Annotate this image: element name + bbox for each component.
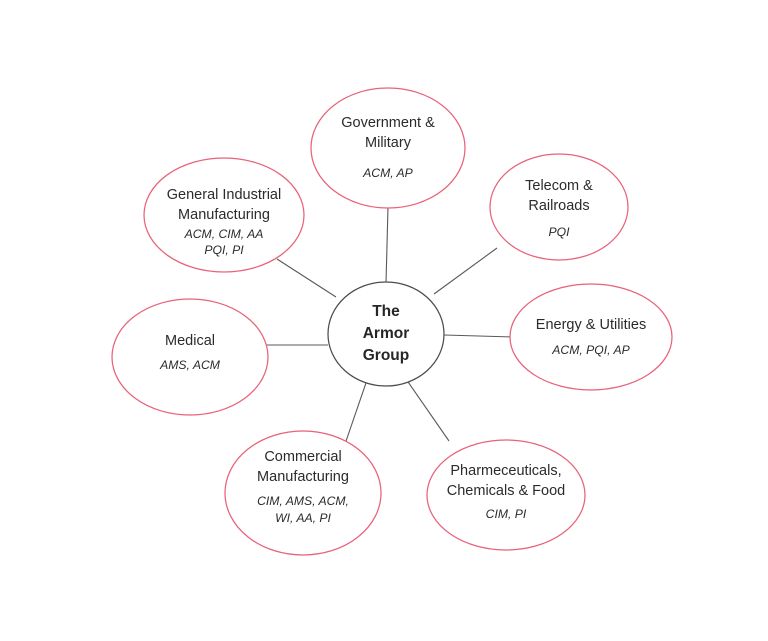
node-government-military-title-line2: Military [365,135,412,151]
node-energy-utilities-shape[interactable] [509,283,673,391]
node-telecom-railroads-title-line2: Railroads [528,198,589,214]
node-pharmeceuticals-title-line2: Chemicals & Food [447,483,565,499]
node-commercial-manufacturing-shape[interactable] [224,430,382,556]
node-general-industrial-shape[interactable] [143,157,305,273]
node-energy-utilities-tags-line1: ACM, PQI, AP [551,343,630,357]
node-pharmeceuticals-title-line1: Pharmeceuticals, [450,463,561,479]
node-commercial-manufacturing-tags-line1: CIM, AMS, ACM, [257,494,349,508]
connector-government-military [385,206,389,284]
node-energy-utilities-title-line1: Energy & Utilities [536,317,646,333]
node-medical-shape[interactable] [111,298,269,416]
connector-lines [267,206,514,448]
hub-title-line1: The [372,303,400,320]
node-pharmeceuticals-tags-line1: CIM, PI [486,507,527,521]
node-general-industrial-manufacturing[interactable]: General Industrial Manufacturing ACM, CI… [143,157,305,273]
node-pharmeceuticals-chemicals-food[interactable]: Pharmeceuticals, Chemicals & Food CIM, P… [426,439,586,551]
node-telecom-railroads-shape[interactable] [489,153,629,261]
node-commercial-manufacturing-title-line1: Commercial [264,449,341,465]
hub-shape[interactable] [327,281,445,387]
hub-title-line2: Armor [363,325,410,342]
node-energy-utilities[interactable]: Energy & Utilities ACM, PQI, AP [509,283,673,391]
node-telecom-railroads-tags-line1: PQI [549,225,571,239]
node-medical-title-line1: Medical [165,333,215,349]
node-commercial-manufacturing-title-line2: Manufacturing [257,469,349,485]
node-pharmeceuticals-shape[interactable] [426,439,586,551]
node-telecom-railroads-title-line1: Telecom & [525,178,593,194]
node-general-industrial-title-line1: General Industrial [167,187,281,203]
connector-telecom-railroads [433,247,498,295]
node-general-industrial-title-line2: Manufacturing [178,207,270,223]
hub-title-line3: Group [363,347,410,364]
node-hub-the-armor-group[interactable]: The Armor Group [327,281,445,387]
node-commercial-manufacturing[interactable]: Commercial Manufacturing CIM, AMS, ACM, … [224,430,382,556]
node-government-military-tags-line1: ACM, AP [362,166,414,180]
node-medical-tags-line1: AMS, ACM [159,358,221,372]
node-telecom-railroads[interactable]: Telecom & Railroads PQI [489,153,629,261]
node-general-industrial-tags-line2: PQI, PI [204,243,244,257]
node-government-military-title-line1: Government & [341,115,435,131]
node-commercial-manufacturing-tags-line2: WI, AA, PI [275,511,331,525]
connector-general-industrial [276,258,337,298]
node-general-industrial-tags-line1: ACM, CIM, AA [184,227,264,241]
connector-energy-utilities [443,334,514,338]
node-medical[interactable]: Medical AMS, ACM [111,298,269,416]
node-government-military[interactable]: Government & Military ACM, AP [310,87,466,209]
connector-commercial-manufacturing [343,379,368,448]
connector-pharmeceuticals [405,378,450,442]
node-government-military-shape[interactable] [310,87,466,209]
